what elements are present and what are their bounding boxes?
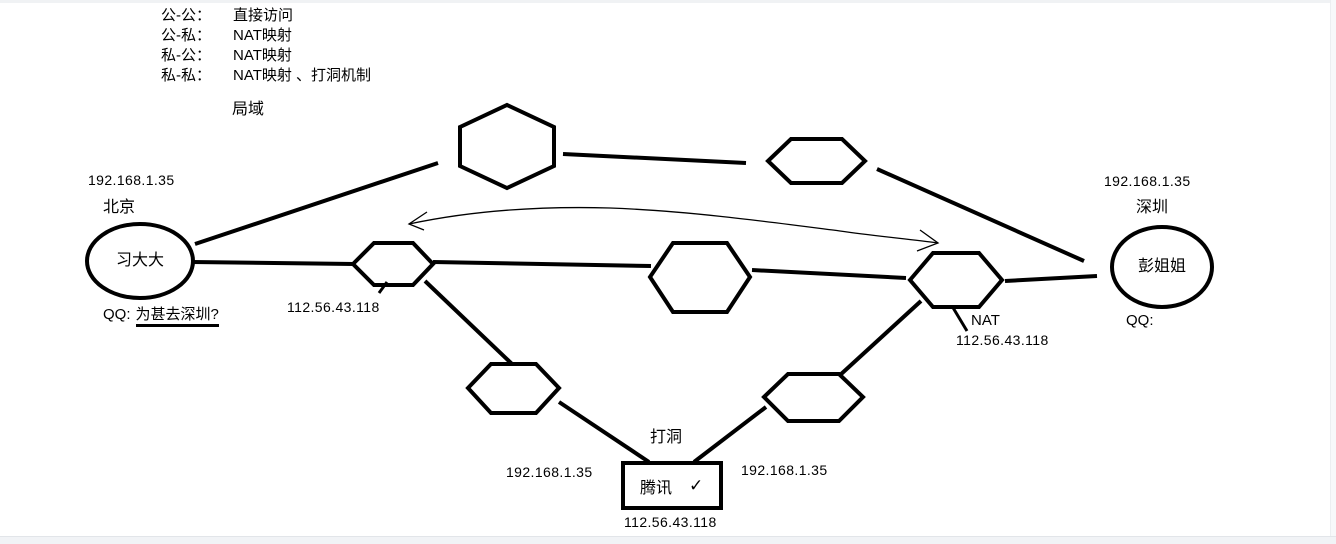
legend-term: 公-公： — [161, 7, 211, 24]
shenzhen-node-label: 彭姐姐 — [1137, 258, 1187, 275]
edge-beijing-hex-top-left — [194, 161, 439, 246]
edge-hex-bottom-right-server — [692, 405, 768, 464]
canvas-top-edge — [0, 0, 1336, 3]
server-beijing-ip: 192.168.1.35 — [506, 464, 593, 480]
legend-definition: NAT映射 — [233, 27, 292, 44]
hexagon-nat-beijing[interactable] — [350, 241, 436, 287]
legend-definition: NAT映射 、打洞机制 — [233, 67, 372, 84]
canvas-bottom-edge — [0, 536, 1336, 544]
nat-shenzhen-public-ip: 112.56.43.118 — [956, 332, 1049, 348]
legend-row: 公-私： NAT映射 — [161, 26, 371, 46]
beijing-private-ip: 192.168.1.35 — [88, 172, 175, 188]
p2p-double-arrow — [407, 206, 940, 252]
qq-underlined-text: 为甚去深圳? — [135, 306, 219, 327]
server-name: 腾讯 — [640, 479, 673, 497]
beijing-city-label: 北京 — [103, 199, 136, 216]
hexagon-top-left[interactable] — [458, 102, 556, 191]
edge-natright-shenzhen — [1004, 274, 1098, 283]
legend-term: 私-公： — [161, 47, 211, 64]
beijing-node[interactable] — [85, 222, 195, 300]
hexagon-nat-shenzhen[interactable] — [907, 251, 1005, 309]
edge-natleft-center — [432, 260, 652, 268]
hole-punch-label: 打洞 — [650, 429, 683, 446]
tick-nat-beijing — [377, 281, 389, 294]
hexagon-bottom-right[interactable] — [761, 372, 866, 423]
hexagon-center[interactable] — [647, 241, 753, 314]
nat-label: NAT — [971, 312, 1000, 329]
hexagon-bottom-left[interactable] — [465, 362, 562, 415]
edge-hex-bottom-left-server — [557, 400, 651, 464]
nodes — [85, 102, 1214, 510]
leader-ticks — [377, 281, 969, 332]
lan-note: 局域 — [232, 101, 265, 118]
legend-row: 私-私： NAT映射 、打洞机制 — [161, 66, 371, 86]
edges — [191, 152, 1098, 464]
tencent-server-label: 腾讯 ✓ — [627, 467, 717, 504]
hexagon-top-right[interactable] — [765, 137, 868, 185]
edge-hex-top-left-right — [562, 152, 747, 165]
check-icon: ✓ — [689, 475, 704, 495]
legend: 公-公： 直接访问 公-私： NAT映射 私-公： NAT映射 私-私： NAT… — [161, 6, 371, 86]
edge-hex-top-right-shenzhen — [876, 167, 1085, 263]
qq-prefix: QQ: — [103, 306, 131, 323]
server-shenzhen-ip: 192.168.1.35 — [741, 462, 828, 478]
edge-natright-hex-bottom-right — [837, 299, 923, 378]
arrow-head-right-icon — [916, 229, 940, 252]
shenzhen-qq-message: QQ: — [1126, 312, 1154, 329]
nat-beijing-public-ip: 112.56.43.118 — [287, 299, 380, 315]
legend-definition: NAT映射 — [233, 47, 292, 64]
edge-beijing-nat-left — [191, 260, 355, 266]
legend-row: 私-公： NAT映射 — [161, 46, 371, 66]
qq-prefix: QQ: — [1126, 312, 1154, 329]
shenzhen-node[interactable] — [1110, 225, 1214, 309]
arrow-head-left-icon — [407, 211, 428, 231]
arrow-curve — [408, 206, 939, 244]
edge-center-natright — [751, 268, 907, 280]
canvas-right-edge — [1330, 0, 1336, 544]
beijing-qq-message: QQ:为甚去深圳? — [103, 306, 219, 327]
beijing-node-label: 习大大 — [115, 252, 165, 269]
shenzhen-city-label: 深圳 — [1136, 199, 1169, 216]
legend-definition: 直接访问 — [233, 7, 294, 24]
tencent-server-box[interactable] — [621, 461, 723, 510]
legend-row: 公-公： 直接访问 — [161, 6, 371, 26]
shenzhen-private-ip: 192.168.1.35 — [1104, 173, 1191, 189]
tick-nat-shenzhen — [950, 305, 969, 332]
edge-natleft-hex-bottom-left — [423, 279, 514, 366]
legend-term: 私-私： — [161, 67, 211, 84]
legend-term: 公-私： — [161, 27, 211, 44]
server-public-ip: 112.56.43.118 — [624, 514, 717, 530]
